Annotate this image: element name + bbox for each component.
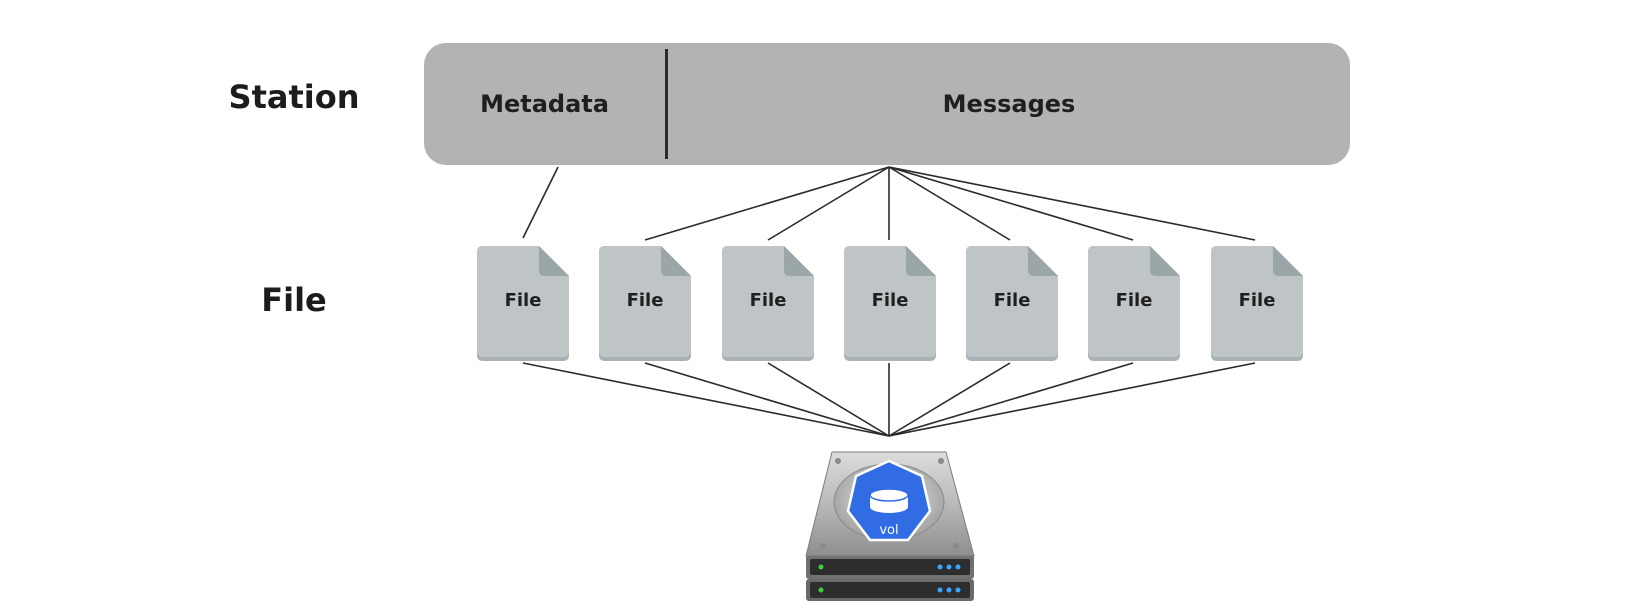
file-label-3: File bbox=[749, 290, 787, 311]
station-messages-section: Messages bbox=[942, 90, 1076, 118]
file-label-2: File bbox=[626, 290, 664, 311]
row-label-file: File bbox=[261, 281, 327, 319]
connector-file-5-volume bbox=[888, 362, 1011, 437]
file-label-7: File bbox=[1238, 290, 1276, 311]
file-label-4: File bbox=[871, 290, 909, 311]
connector-messages-file-5 bbox=[888, 166, 1011, 241]
file-label-1: File bbox=[504, 290, 542, 311]
connector-messages-file-6 bbox=[888, 166, 1134, 241]
station-metadata-section: Metadata bbox=[480, 90, 609, 118]
connector-messages-file-2 bbox=[644, 166, 890, 241]
connector-file-6-volume bbox=[888, 362, 1134, 437]
row-label-station: Station bbox=[228, 78, 360, 116]
connector-file-7-volume bbox=[888, 362, 1256, 437]
station-connectors bbox=[522, 166, 1256, 241]
volume-connectors bbox=[522, 362, 1256, 437]
connector-metadata-file-1 bbox=[522, 166, 559, 239]
volume-drive-icon bbox=[805, 451, 975, 601]
connector-file-3-volume bbox=[767, 362, 890, 437]
connector-messages-file-7 bbox=[888, 166, 1256, 241]
station-bar: Metadata Messages bbox=[424, 43, 1350, 165]
file-label-5: File bbox=[993, 290, 1031, 311]
connector-file-2-volume bbox=[644, 362, 890, 437]
connector-file-1-volume bbox=[522, 362, 890, 437]
station-divider bbox=[665, 49, 668, 159]
file-label-6: File bbox=[1115, 290, 1153, 311]
connector-messages-file-3 bbox=[767, 166, 890, 241]
volume-label: vol bbox=[879, 523, 898, 538]
